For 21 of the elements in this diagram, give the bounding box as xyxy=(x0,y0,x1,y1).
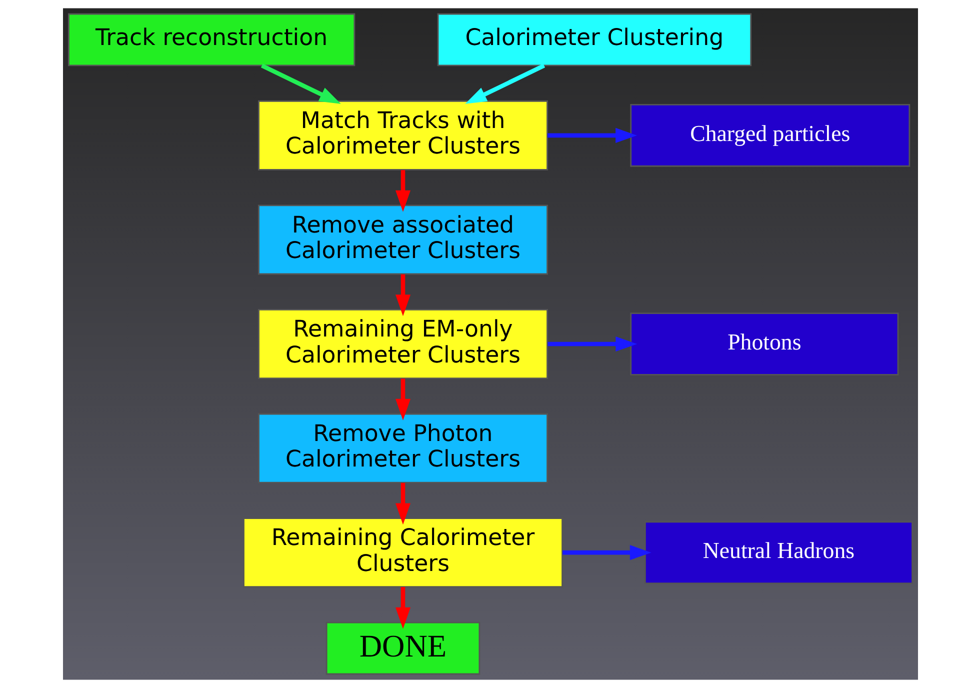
arrow xyxy=(394,482,410,525)
node-box: Photons xyxy=(630,312,898,376)
node-box: Remove associated Calorimeter Clusters xyxy=(258,204,548,275)
node-box: Remove Photon Calorimeter Clusters xyxy=(258,413,548,484)
arrow xyxy=(394,170,410,212)
arrow xyxy=(562,545,651,560)
node-box: Track reconstruction xyxy=(68,13,355,66)
arrow xyxy=(394,274,410,316)
node-box: DONE xyxy=(325,622,480,675)
node-box: Remaining Calorimeter Clusters xyxy=(242,518,562,588)
node-box: Remaining EM-only Calorimeter Clusters xyxy=(258,309,548,379)
arrow xyxy=(464,64,545,104)
node-box: Calorimeter Clustering xyxy=(436,13,752,66)
node-box: Neutral Hadrons xyxy=(644,521,912,584)
arrow xyxy=(394,587,410,629)
arrow xyxy=(260,64,340,104)
node-box: Match Tracks with Calorimeter Clusters xyxy=(258,100,548,170)
arrow xyxy=(546,128,637,143)
node-box: Charged particles xyxy=(630,104,910,167)
arrow xyxy=(547,336,637,352)
arrow xyxy=(394,378,410,420)
